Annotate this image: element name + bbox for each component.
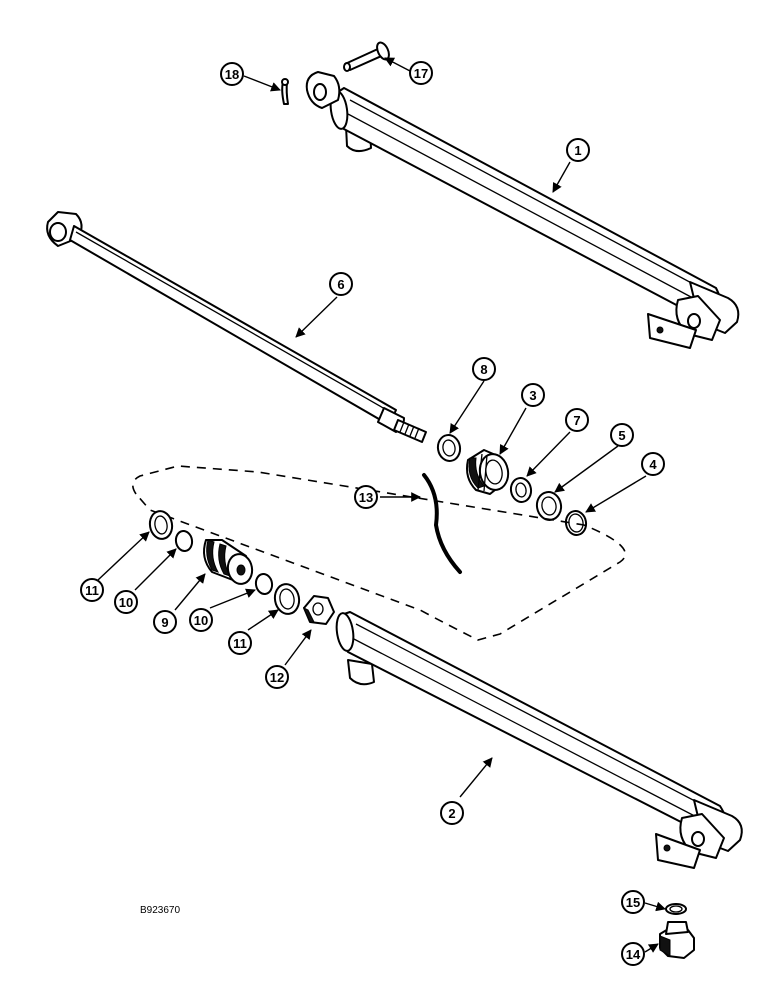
ring-10-right (254, 573, 274, 595)
cotter-pin (281, 78, 289, 105)
leader-lines (97, 57, 666, 953)
svg-text:2: 2 (448, 806, 455, 821)
barrel-eye-upper (305, 71, 341, 109)
o-ring-strand (422, 473, 462, 574)
callout-18: 18 (220, 62, 244, 86)
svg-text:11: 11 (85, 583, 99, 598)
svg-text:18: 18 (225, 67, 239, 82)
svg-text:10: 10 (194, 613, 208, 628)
clevis-pin (343, 41, 390, 72)
ring-5 (535, 491, 563, 521)
svg-text:13: 13 (359, 490, 373, 505)
lock-nut-12 (303, 595, 335, 625)
piston-9 (203, 539, 254, 585)
svg-text:10: 10 (119, 595, 133, 610)
callout-7: 7 (565, 408, 589, 432)
seal-ring-8 (436, 434, 462, 462)
callout-6: 6 (329, 272, 353, 296)
svg-text:5: 5 (618, 428, 625, 443)
ring-11-right (273, 583, 301, 615)
callout-3: 3 (521, 383, 545, 407)
assembly-dashed-outline (132, 465, 626, 641)
callout-8: 8 (472, 357, 496, 381)
ring-4 (564, 510, 588, 536)
callout-5: 5 (610, 423, 634, 447)
plug-14 (659, 921, 695, 959)
svg-text:1: 1 (574, 143, 581, 158)
ring-11-left (148, 510, 174, 540)
ring-7 (509, 477, 533, 503)
callout-11-left: 11 (80, 578, 104, 602)
svg-text:12: 12 (270, 670, 284, 685)
callout-11-right: 11 (228, 631, 252, 655)
drawing-reference-number: B923670 (140, 905, 180, 916)
svg-text:4: 4 (649, 457, 657, 472)
svg-text:3: 3 (529, 388, 536, 403)
washer-15 (665, 903, 687, 915)
svg-text:9: 9 (161, 615, 168, 630)
ring-10-left (174, 530, 194, 552)
callout-13: 13 (354, 485, 378, 509)
callout-2: 2 (440, 801, 464, 825)
piston-rod (46, 211, 427, 443)
svg-text:8: 8 (480, 362, 487, 377)
callout-10-left: 10 (114, 590, 138, 614)
svg-text:14: 14 (626, 947, 641, 962)
svg-text:15: 15 (626, 895, 640, 910)
cylinder-barrel-upper (329, 87, 740, 349)
callout-4: 4 (641, 452, 665, 476)
svg-text:11: 11 (233, 636, 247, 651)
callout-17: 17 (409, 61, 433, 85)
callout-9: 9 (153, 610, 177, 634)
gland-3 (466, 449, 510, 495)
cylinder-barrel-lower (335, 611, 743, 869)
callout-15: 15 (621, 890, 645, 914)
callout-1: 1 (566, 138, 590, 162)
svg-text:6: 6 (337, 277, 344, 292)
callout-10-right: 10 (189, 608, 213, 632)
callout-12: 12 (265, 665, 289, 689)
svg-text:17: 17 (414, 66, 428, 81)
svg-text:7: 7 (573, 413, 580, 428)
callout-14: 14 (621, 942, 645, 966)
